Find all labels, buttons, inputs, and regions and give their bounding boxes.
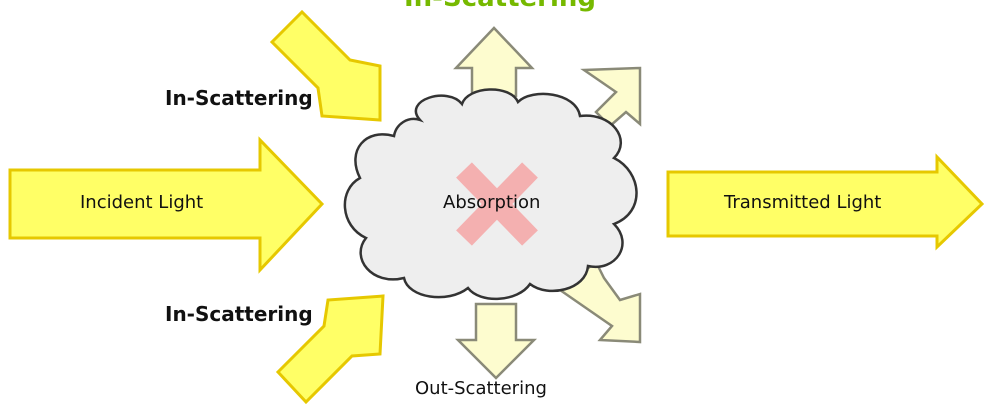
in-scattering-top-arrow [269,9,382,122]
out-scattering-up-arrow [453,26,535,98]
in-scattering-bottom-arrow [275,294,385,405]
absorption-label: Absorption [443,192,541,213]
diagram-title: In-Scattering [0,0,1000,13]
in-scattering-bottom-label: In-Scattering [165,302,313,326]
transmitted-light-label: Transmitted Light [724,192,882,213]
incident-light-arrow [8,136,325,274]
in-scattering-top-label: In-Scattering [165,86,313,110]
incident-light-label: Incident Light [80,192,204,213]
out-scattering-label: Out-Scattering [415,378,547,399]
transmitted-light-arrow [666,153,985,251]
absorption-x-mark [456,162,538,246]
out-scattering-down-arrow [454,302,538,380]
